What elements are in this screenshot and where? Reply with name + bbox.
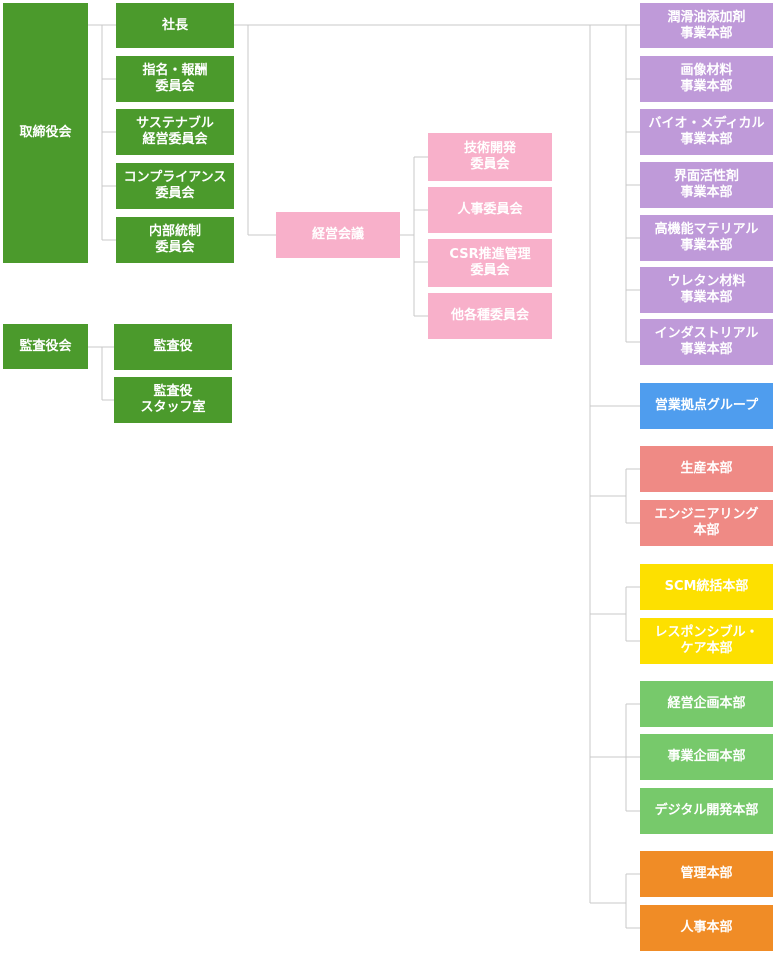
- auditor-box: 監査役: [114, 324, 232, 370]
- business-division-box: 画像材料 事業本部: [640, 56, 773, 102]
- planning-division-label: 経営企画本部: [667, 696, 746, 711]
- board-of-directors-label: 取締役会: [19, 125, 72, 140]
- auditor-staff-label: 監査役 スタッフ室: [140, 384, 206, 415]
- business-division-label: 潤滑油添加剤 事業本部: [667, 9, 746, 41]
- board-committee-label: コンプライアンス 委員会: [123, 170, 227, 201]
- scm-division-label: SCM統括本部: [664, 579, 749, 594]
- management-meeting-box: 経営会議: [276, 212, 400, 258]
- business-division-box: インダストリアル 事業本部: [640, 319, 773, 365]
- admin-division-box: 人事本部: [640, 905, 773, 951]
- president-box: 社長: [116, 3, 234, 48]
- admin-division-label: 管理本部: [680, 866, 733, 881]
- production-division-box: エンジニアリング 本部: [640, 500, 773, 546]
- auditor-label: 監査役: [153, 339, 193, 354]
- production-division-box: 生産本部: [640, 446, 773, 492]
- meeting-committee-label: 技術開発 委員会: [463, 141, 516, 172]
- meeting-committee-box: 技術開発 委員会: [428, 133, 552, 181]
- business-division-box: ウレタン材料 事業本部: [640, 267, 773, 313]
- business-division-label: ウレタン材料 事業本部: [667, 274, 746, 305]
- audit-board-box: 監査役会: [3, 324, 88, 369]
- scm-division-box: レスポンシブル・ ケア本部: [640, 618, 773, 664]
- meeting-committee-box: CSR推進管理 委員会: [428, 239, 552, 287]
- board-committee-label: 指名・報酬 委員会: [142, 63, 208, 94]
- business-division-label: インダストリアル 事業本部: [654, 326, 759, 357]
- admin-division-label: 人事本部: [680, 920, 733, 935]
- business-division-box: バイオ・メディカル 事業本部: [640, 109, 773, 155]
- meeting-committee-box: 他各種委員会: [428, 293, 552, 339]
- business-division-label: 界面活性剤 事業本部: [673, 169, 739, 200]
- business-division-box: 高機能マテリアル 事業本部: [640, 215, 773, 261]
- business-division-label: 画像材料 事業本部: [680, 63, 733, 94]
- planning-division-box: 事業企画本部: [640, 734, 773, 780]
- production-division-label: エンジニアリング 本部: [654, 507, 759, 538]
- meeting-committee-label: CSR推進管理 委員会: [449, 247, 531, 278]
- board-committee-label: サステナブル 経営委員会: [136, 116, 214, 147]
- planning-division-box: デジタル開発本部: [640, 788, 773, 834]
- business-division-label: 高機能マテリアル 事業本部: [654, 222, 759, 253]
- business-division-box: 界面活性剤 事業本部: [640, 162, 773, 208]
- planning-division-label: 事業企画本部: [667, 749, 746, 764]
- board-committee-box: コンプライアンス 委員会: [116, 163, 234, 209]
- meeting-committee-label: 人事委員会: [457, 202, 523, 217]
- scm-division-box: SCM統括本部: [640, 564, 773, 610]
- board-of-directors-box: 取締役会: [3, 3, 88, 263]
- sales-group-box: 営業拠点グループ: [640, 383, 773, 429]
- management-meeting-label: 経営会議: [311, 227, 364, 242]
- audit-board-label: 監査役会: [19, 338, 72, 354]
- board-committee-box: 内部統制 委員会: [116, 217, 234, 263]
- production-division-label: 生産本部: [680, 461, 733, 476]
- president-label: 社長: [161, 17, 188, 33]
- board-committee-box: サステナブル 経営委員会: [116, 109, 234, 155]
- planning-division-box: 経営企画本部: [640, 681, 773, 727]
- business-division-label: バイオ・メディカル 事業本部: [648, 116, 765, 147]
- meeting-committee-label: 他各種委員会: [450, 308, 529, 323]
- meeting-committee-box: 人事委員会: [428, 187, 552, 233]
- admin-division-box: 管理本部: [640, 851, 773, 897]
- business-division-box: 潤滑油添加剤 事業本部: [640, 3, 773, 48]
- board-committee-box: 指名・報酬 委員会: [116, 56, 234, 102]
- planning-division-label: デジタル開発本部: [654, 803, 759, 818]
- board-committee-label: 内部統制 委員会: [148, 224, 201, 255]
- scm-division-label: レスポンシブル・ ケア本部: [654, 625, 759, 656]
- auditor-staff-box: 監査役 スタッフ室: [114, 377, 232, 423]
- sales-group-label: 営業拠点グループ: [654, 398, 759, 413]
